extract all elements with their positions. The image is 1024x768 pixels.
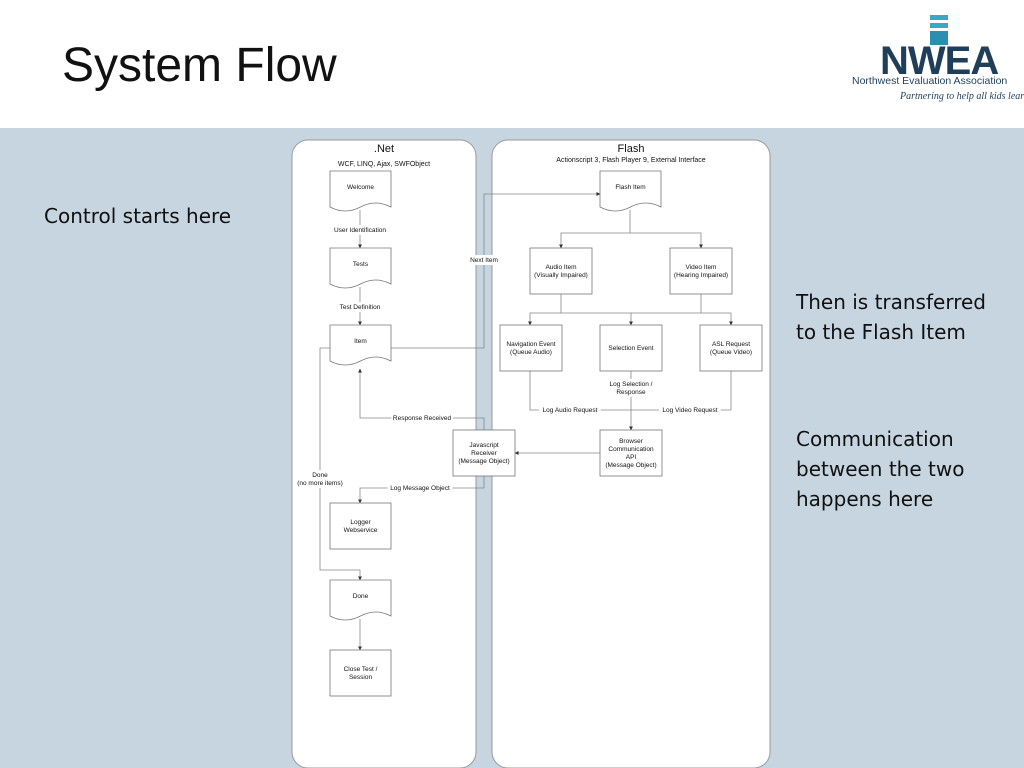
node-browser-api-label: API — [626, 454, 637, 461]
note-communication-line: between the two — [796, 457, 965, 481]
node-audio-item-shape — [529, 247, 593, 295]
logo-wordmark: NWEA — [880, 39, 999, 83]
edge-label-done-no-more-bg — [292, 470, 348, 488]
edge-label-response-received: Response Received — [393, 415, 452, 422]
node-browser-api-shape — [599, 429, 663, 477]
node-browser-api-label: Browser — [619, 438, 644, 445]
edge-label-done-no-more: Done — [312, 472, 328, 479]
edge-flash-video — [630, 232, 703, 249]
edge-label-next-item: Next Item — [470, 257, 498, 264]
node-tests-shape — [329, 247, 392, 289]
node-navigation-event-shape — [499, 324, 563, 372]
node-close-test-shape — [329, 649, 392, 697]
node-browser-api-label: Communication — [608, 446, 654, 453]
node-selection-event-label: Selection Event — [608, 345, 653, 352]
node-logger-label: Logger — [350, 519, 371, 526]
edge-label-log-audio-bg — [539, 405, 601, 415]
node-tests-label: Tests — [353, 261, 369, 268]
flash-lane-subtitle: Actionscript 3, Flash Player 9, External… — [556, 157, 706, 164]
edge-label-test-definition-bg — [332, 302, 388, 312]
node-item-label: Item — [354, 338, 367, 345]
node-navigation-event-label: Navigation Event — [506, 341, 555, 348]
edge-events-asl — [631, 312, 733, 326]
note-transfer-line: Then is transferred — [796, 290, 986, 314]
node-asl-request-shape — [699, 324, 763, 372]
edge-label-log-message-object: Log Message Object — [390, 485, 450, 492]
edge-label-log-selection: Log Selection / — [609, 381, 652, 388]
node-js-receiver-shape — [452, 429, 516, 477]
edge-label-next-item-bg — [466, 255, 502, 265]
node-done-shape — [329, 579, 392, 621]
node-asl-request-label: ASL Request — [712, 341, 750, 348]
node-audio-item-label: (Visually Impaired) — [534, 272, 588, 279]
edge-label-log-video: Log Video Request — [662, 407, 717, 414]
node-navigation-event-label: (Queue Audio) — [510, 349, 552, 356]
logo-tagline: Partnering to help all kids learn — [900, 91, 1024, 102]
node-welcome-label: Welcome — [347, 184, 374, 191]
edge-item-done — [319, 347, 362, 581]
node-logger-shape — [329, 502, 392, 550]
node-flash-item-shape — [599, 170, 662, 212]
note-communication-line: Communication — [796, 427, 954, 451]
slide-title: System Flow — [62, 39, 337, 92]
node-js-receiver-label: Receiver — [471, 450, 497, 457]
node-js-receiver-label: (Message Object) — [458, 458, 509, 465]
node-audio-item-label: Audio Item — [545, 264, 576, 271]
node-selection-event-shape — [599, 324, 663, 372]
edge-flash-split — [559, 210, 631, 249]
edge-label-done-no-more: (no more items) — [297, 480, 343, 487]
node-flash-item-label: Flash Item — [615, 184, 645, 191]
edge-label-log-audio: Log Audio Request — [543, 407, 598, 414]
node-close-test-label: Close Test / — [344, 666, 378, 673]
node-item-shape — [329, 324, 392, 366]
logo-subtitle: Northwest Evaluation Association — [852, 75, 1008, 87]
note-communication-line: happens here — [796, 487, 934, 511]
edge-label-response-received-bg — [391, 413, 453, 423]
flash-lane-title: Flash — [618, 143, 645, 155]
note-communication: Communication between the two happens he… — [796, 424, 964, 514]
edge-events-split — [528, 294, 562, 326]
edge-label-log-video-bg — [659, 405, 721, 415]
edge-label-test-definition: Test Definition — [340, 304, 381, 311]
edge-item-flash — [391, 192, 601, 349]
edge-label-log-selection-bg — [603, 379, 659, 397]
node-browser-api-label: (Message Object) — [605, 462, 656, 469]
node-done-label: Done — [353, 593, 369, 600]
note-transfer: Then is transferred to the Flash Item — [796, 287, 986, 347]
slide-header: System Flow NWEA Northwest Evaluation As… — [0, 0, 1024, 128]
node-welcome-shape — [329, 170, 392, 212]
note-transfer-line: to the Flash Item — [796, 320, 966, 344]
node-video-item-shape — [669, 247, 733, 295]
net-lane-title: .Net — [374, 143, 394, 155]
edge-label-log-message-object-bg — [387, 483, 453, 493]
edge-label-user-identification-bg — [325, 225, 395, 235]
nwea-logo: NWEA Northwest Evaluation Association Pa… — [850, 15, 1024, 110]
edge-label-log-selection: Response — [616, 389, 646, 396]
net-lane-subtitle: WCF, LINQ, Ajax, SWFObject — [338, 161, 430, 168]
node-logger-label: Webservice — [344, 527, 378, 534]
logo-bars-icon — [930, 15, 948, 48]
node-video-item-label: Video Item — [686, 264, 717, 271]
node-js-receiver-label: Javascript — [469, 442, 498, 449]
note-control-starts: Control starts here — [44, 204, 232, 228]
node-asl-request-label: (Queue Video) — [710, 349, 752, 356]
node-close-test-label: Session — [349, 674, 373, 681]
node-video-item-label: (Hearing Impaired) — [674, 272, 728, 279]
edge-label-user-identification: User Identification — [334, 227, 386, 234]
